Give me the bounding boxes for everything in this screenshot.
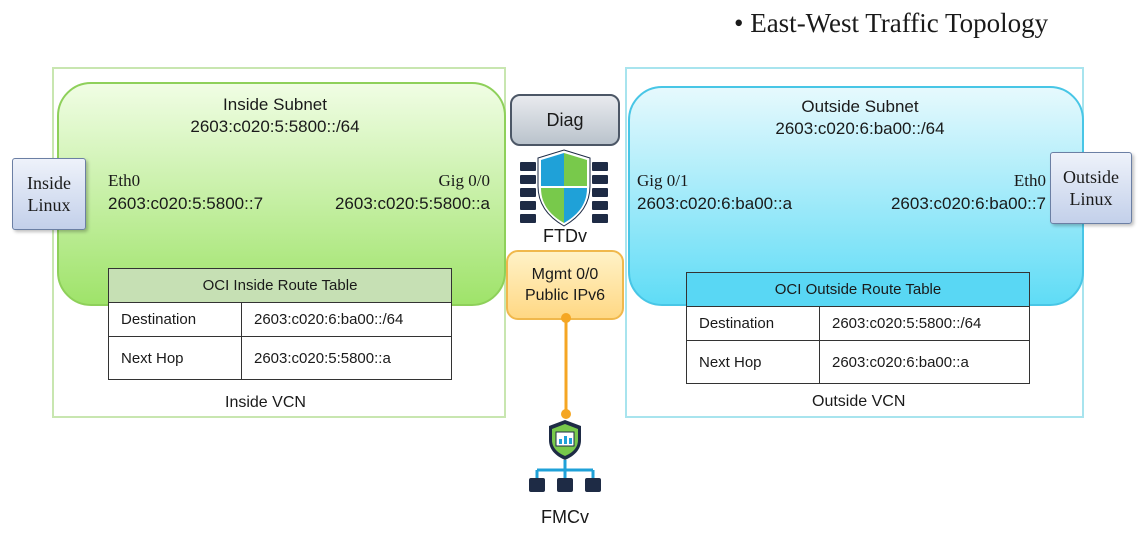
outside-eth-label: Eth0 bbox=[1013, 171, 1046, 190]
mgmt-interface: Mgmt 0/0 Public IPv6 bbox=[506, 250, 624, 320]
inside-route-table: OCI Inside Route Table Destination 2603:… bbox=[108, 268, 452, 380]
table-row: Destination 2603:c020:6:ba00::/64 bbox=[108, 302, 452, 337]
inside-eth-label: Eth0 bbox=[108, 171, 141, 190]
outside-route-nexthop-key: Next Hop bbox=[686, 340, 820, 384]
inside-subnet-header: Inside Subnet 2603:c020:5:5800::/64 bbox=[150, 94, 400, 138]
table-row: Next Hop 2603:c020:5:5800::a bbox=[108, 336, 452, 380]
mgmt-label: Mgmt 0/0 bbox=[531, 266, 599, 283]
inside-route-nexthop-key: Next Hop bbox=[108, 336, 242, 380]
outside-gig-ip: 2603:c020:6:ba00::a bbox=[637, 194, 793, 213]
inside-route-destination-key: Destination bbox=[108, 302, 242, 337]
outside-subnet-header: Outside Subnet 2603:c020:6:ba00::/64 bbox=[735, 96, 985, 140]
inside-gig-label: Gig 0/0 bbox=[438, 171, 490, 190]
outside-linux-host: Outside Linux bbox=[1050, 152, 1132, 224]
fmcv-management-icon bbox=[529, 420, 601, 492]
outside-subnet-title: Outside Subnet bbox=[801, 97, 919, 116]
slide-title: • East-West Traffic Topology bbox=[734, 8, 1049, 38]
inside-route-table-header-row: OCI Inside Route Table bbox=[108, 268, 452, 303]
ftdv-label: FTDv bbox=[543, 226, 587, 246]
fmcv-label: FMCv bbox=[541, 507, 589, 527]
inside-route-nexthop-value: 2603:c020:5:5800::a bbox=[241, 336, 452, 380]
outside-route-table: OCI Outside Route Table Destination 2603… bbox=[686, 272, 1030, 384]
table-row: Next Hop 2603:c020:6:ba00::a bbox=[686, 340, 1030, 384]
outside-vcn-label: Outside VCN bbox=[812, 393, 906, 410]
outside-linux-host-label: Outside Linux bbox=[1063, 167, 1119, 209]
inside-linux-host-label: Inside Linux bbox=[27, 173, 71, 215]
outside-route-nexthop-value: 2603:c020:6:ba00::a bbox=[819, 340, 1030, 384]
inside-route-table-title: OCI Inside Route Table bbox=[108, 268, 452, 303]
firewall-shield-icon bbox=[520, 149, 608, 227]
diag-label: Diag bbox=[546, 109, 584, 130]
outside-route-table-header-row: OCI Outside Route Table bbox=[686, 272, 1030, 307]
outside-route-table-title: OCI Outside Route Table bbox=[686, 272, 1030, 307]
inside-eth-ip: 2603:c020:5:5800::7 bbox=[108, 194, 264, 213]
outside-eth-ip: 2603:c020:6:ba00::7 bbox=[890, 194, 1046, 213]
outside-route-destination-value: 2603:c020:5:5800::/64 bbox=[819, 306, 1030, 341]
outside-subnet bbox=[628, 86, 1084, 306]
table-row: Destination 2603:c020:5:5800::/64 bbox=[686, 306, 1030, 341]
diag-interface: Diag bbox=[510, 94, 620, 146]
inside-linux-host: Inside Linux bbox=[12, 158, 86, 230]
outside-subnet-cidr: 2603:c020:6:ba00::/64 bbox=[775, 119, 945, 138]
inside-subnet-title: Inside Subnet bbox=[223, 95, 327, 114]
inside-gig-ip: 2603:c020:5:5800::a bbox=[334, 194, 490, 213]
outside-gig-label: Gig 0/1 bbox=[637, 171, 689, 190]
inside-vcn-label: Inside VCN bbox=[225, 394, 306, 411]
outside-route-destination-key: Destination bbox=[686, 306, 820, 341]
mgmt-connection-line bbox=[561, 313, 571, 419]
inside-subnet-cidr: 2603:c020:5:5800::/64 bbox=[190, 117, 360, 136]
inside-route-destination-value: 2603:c020:6:ba00::/64 bbox=[241, 302, 452, 337]
mgmt-sublabel: Public IPv6 bbox=[524, 287, 606, 304]
